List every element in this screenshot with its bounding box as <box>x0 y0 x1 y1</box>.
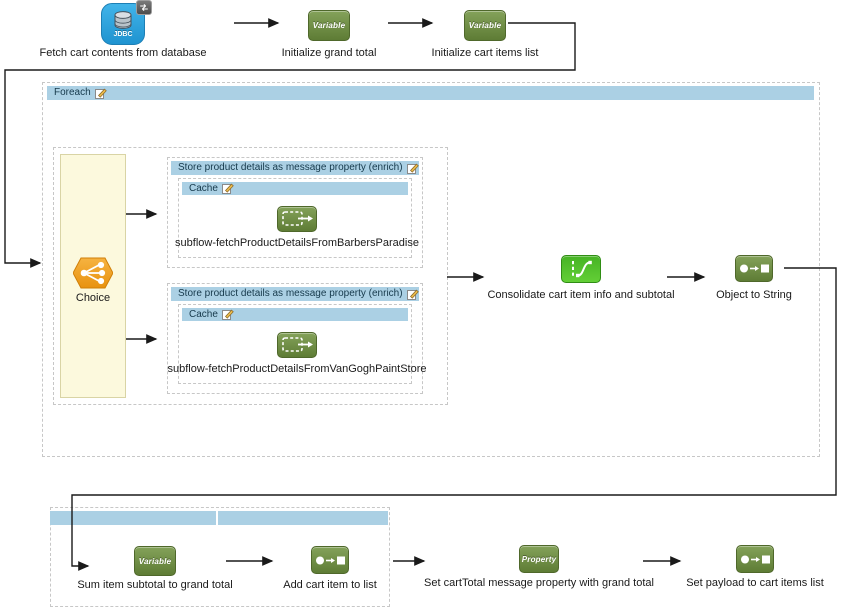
node-label: Consolidate cart item info and subtotal <box>487 289 675 301</box>
choice-label: Choice <box>75 292 111 304</box>
property-icon[interactable]: Property <box>519 545 559 573</box>
cache-top-title: Cache <box>189 182 218 194</box>
subflow-label: subflow-fetchProductDetailsFromVanGoghPa… <box>167 363 427 375</box>
variable-badge-text: Variable <box>468 21 502 30</box>
choice-icon[interactable] <box>73 256 113 290</box>
variable-badge-text: Variable <box>312 21 346 30</box>
cache-bottom-header[interactable]: Cache <box>182 308 408 321</box>
node-label: Set payload to cart items list <box>686 577 824 589</box>
node-label: Initialize cart items list <box>431 47 539 59</box>
expression-component-icon[interactable] <box>561 255 601 283</box>
node-label: Object to String <box>716 289 792 301</box>
variable-icon[interactable]: Variable <box>464 10 506 41</box>
variable-icon[interactable]: Variable <box>134 546 176 576</box>
node-label: Fetch cart contents from database <box>39 47 207 59</box>
endpoint-badge-icon <box>136 0 152 15</box>
property-badge-text: Property <box>521 554 557 564</box>
edit-icon[interactable] <box>406 289 419 300</box>
enricher-bottom-header[interactable]: Store product details as message propert… <box>171 287 419 301</box>
object-to-string-icon[interactable] <box>736 545 774 573</box>
edit-icon[interactable] <box>221 309 234 320</box>
object-to-string-icon[interactable] <box>735 255 773 282</box>
subflow-icon[interactable] <box>277 206 317 232</box>
node-label: Sum item subtotal to grand total <box>77 579 233 591</box>
enricher-top-header[interactable]: Store product details as message propert… <box>171 161 419 175</box>
variable-icon[interactable]: Variable <box>308 10 350 41</box>
node-label: Initialize grand total <box>281 47 377 59</box>
scope-continuation-bar[interactable] <box>50 511 216 525</box>
cache-top-header[interactable]: Cache <box>182 182 408 195</box>
cache-bottom-title: Cache <box>189 308 218 320</box>
foreach-title: Foreach <box>54 87 91 98</box>
subflow-icon[interactable] <box>277 332 317 358</box>
jdbc-icon-text: JDBC <box>113 31 133 38</box>
edit-icon[interactable] <box>221 183 234 194</box>
foreach-header-bar[interactable]: Foreach <box>47 86 814 100</box>
subflow-label: subflow-fetchProductDetailsFromBarbersPa… <box>175 237 419 249</box>
edit-icon[interactable] <box>94 88 107 99</box>
edit-icon[interactable] <box>406 163 419 174</box>
node-label: Set cartTotal message property with gran… <box>424 577 654 589</box>
object-to-string-icon[interactable] <box>311 546 349 574</box>
enricher-top-title: Store product details as message propert… <box>178 162 403 173</box>
variable-badge-text: Variable <box>138 556 172 566</box>
scope-continuation-bar[interactable] <box>218 511 388 525</box>
enricher-bottom-title: Store product details as message propert… <box>178 288 403 299</box>
node-label: Add cart item to list <box>283 579 377 591</box>
